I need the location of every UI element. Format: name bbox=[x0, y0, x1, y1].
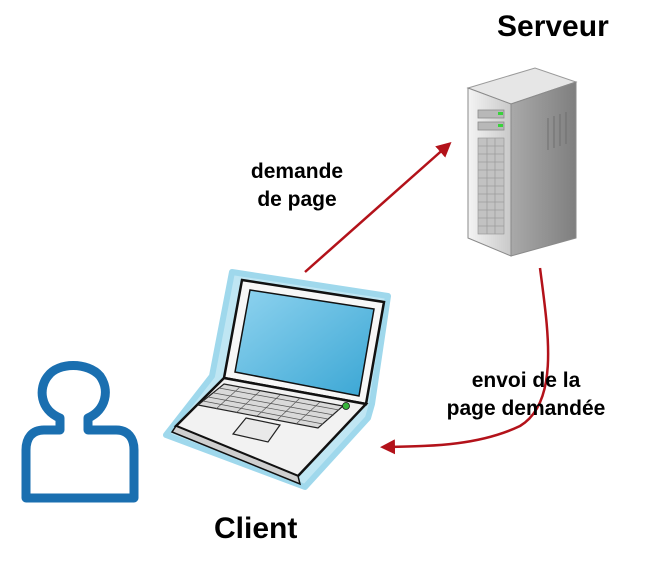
request-label-line-1: demande bbox=[250, 160, 344, 183]
request-arrow bbox=[304, 142, 452, 273]
response-arrow bbox=[380, 267, 550, 455]
user-icon bbox=[21, 361, 139, 503]
server-label: Serveur bbox=[497, 10, 609, 43]
response-label: envoi de la page demandée bbox=[420, 367, 632, 423]
server-tower-icon bbox=[466, 67, 578, 257]
laptop-icon bbox=[163, 269, 391, 490]
client-label: Client bbox=[214, 512, 298, 545]
response-label-line-1: envoi de la bbox=[471, 369, 581, 392]
request-label: demande de page bbox=[232, 158, 362, 214]
request-label-line-2: de page bbox=[257, 188, 337, 211]
response-label-line-2: page demandée bbox=[446, 397, 606, 420]
